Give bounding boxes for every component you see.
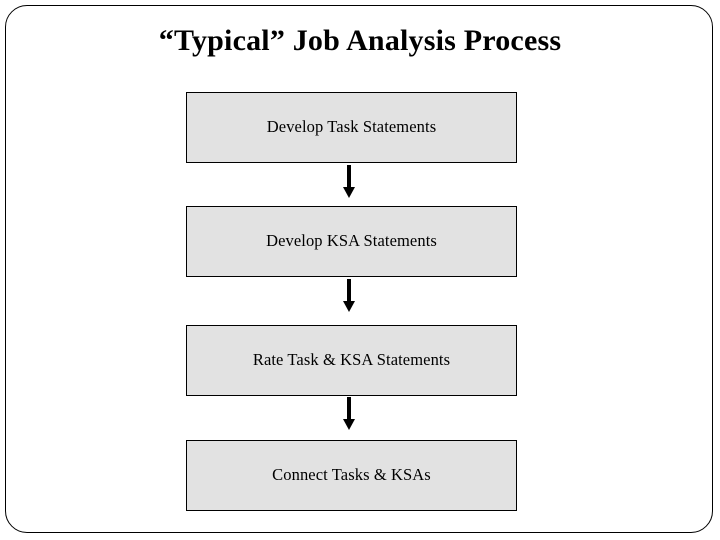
page-title: “Typical” Job Analysis Process bbox=[158, 24, 562, 57]
flow-step-box-1[interactable]: Develop Task Statements bbox=[186, 92, 517, 163]
flow-step-label-4: Connect Tasks & KSAs bbox=[272, 465, 431, 485]
flow-step-box-2[interactable]: Develop KSA Statements bbox=[186, 206, 517, 277]
flow-step-box-4[interactable]: Connect Tasks & KSAs bbox=[186, 440, 517, 511]
flow-step-label-3: Rate Task & KSA Statements bbox=[252, 350, 451, 370]
arrow-down-icon bbox=[340, 165, 358, 201]
flow-step-label-1: Develop Task Statements bbox=[266, 117, 437, 137]
arrow-down-icon bbox=[340, 279, 358, 315]
flow-step-box-3[interactable]: Rate Task & KSA Statements bbox=[186, 325, 517, 396]
flow-step-label-2: Develop KSA Statements bbox=[266, 231, 437, 251]
arrow-down-icon bbox=[340, 397, 358, 433]
